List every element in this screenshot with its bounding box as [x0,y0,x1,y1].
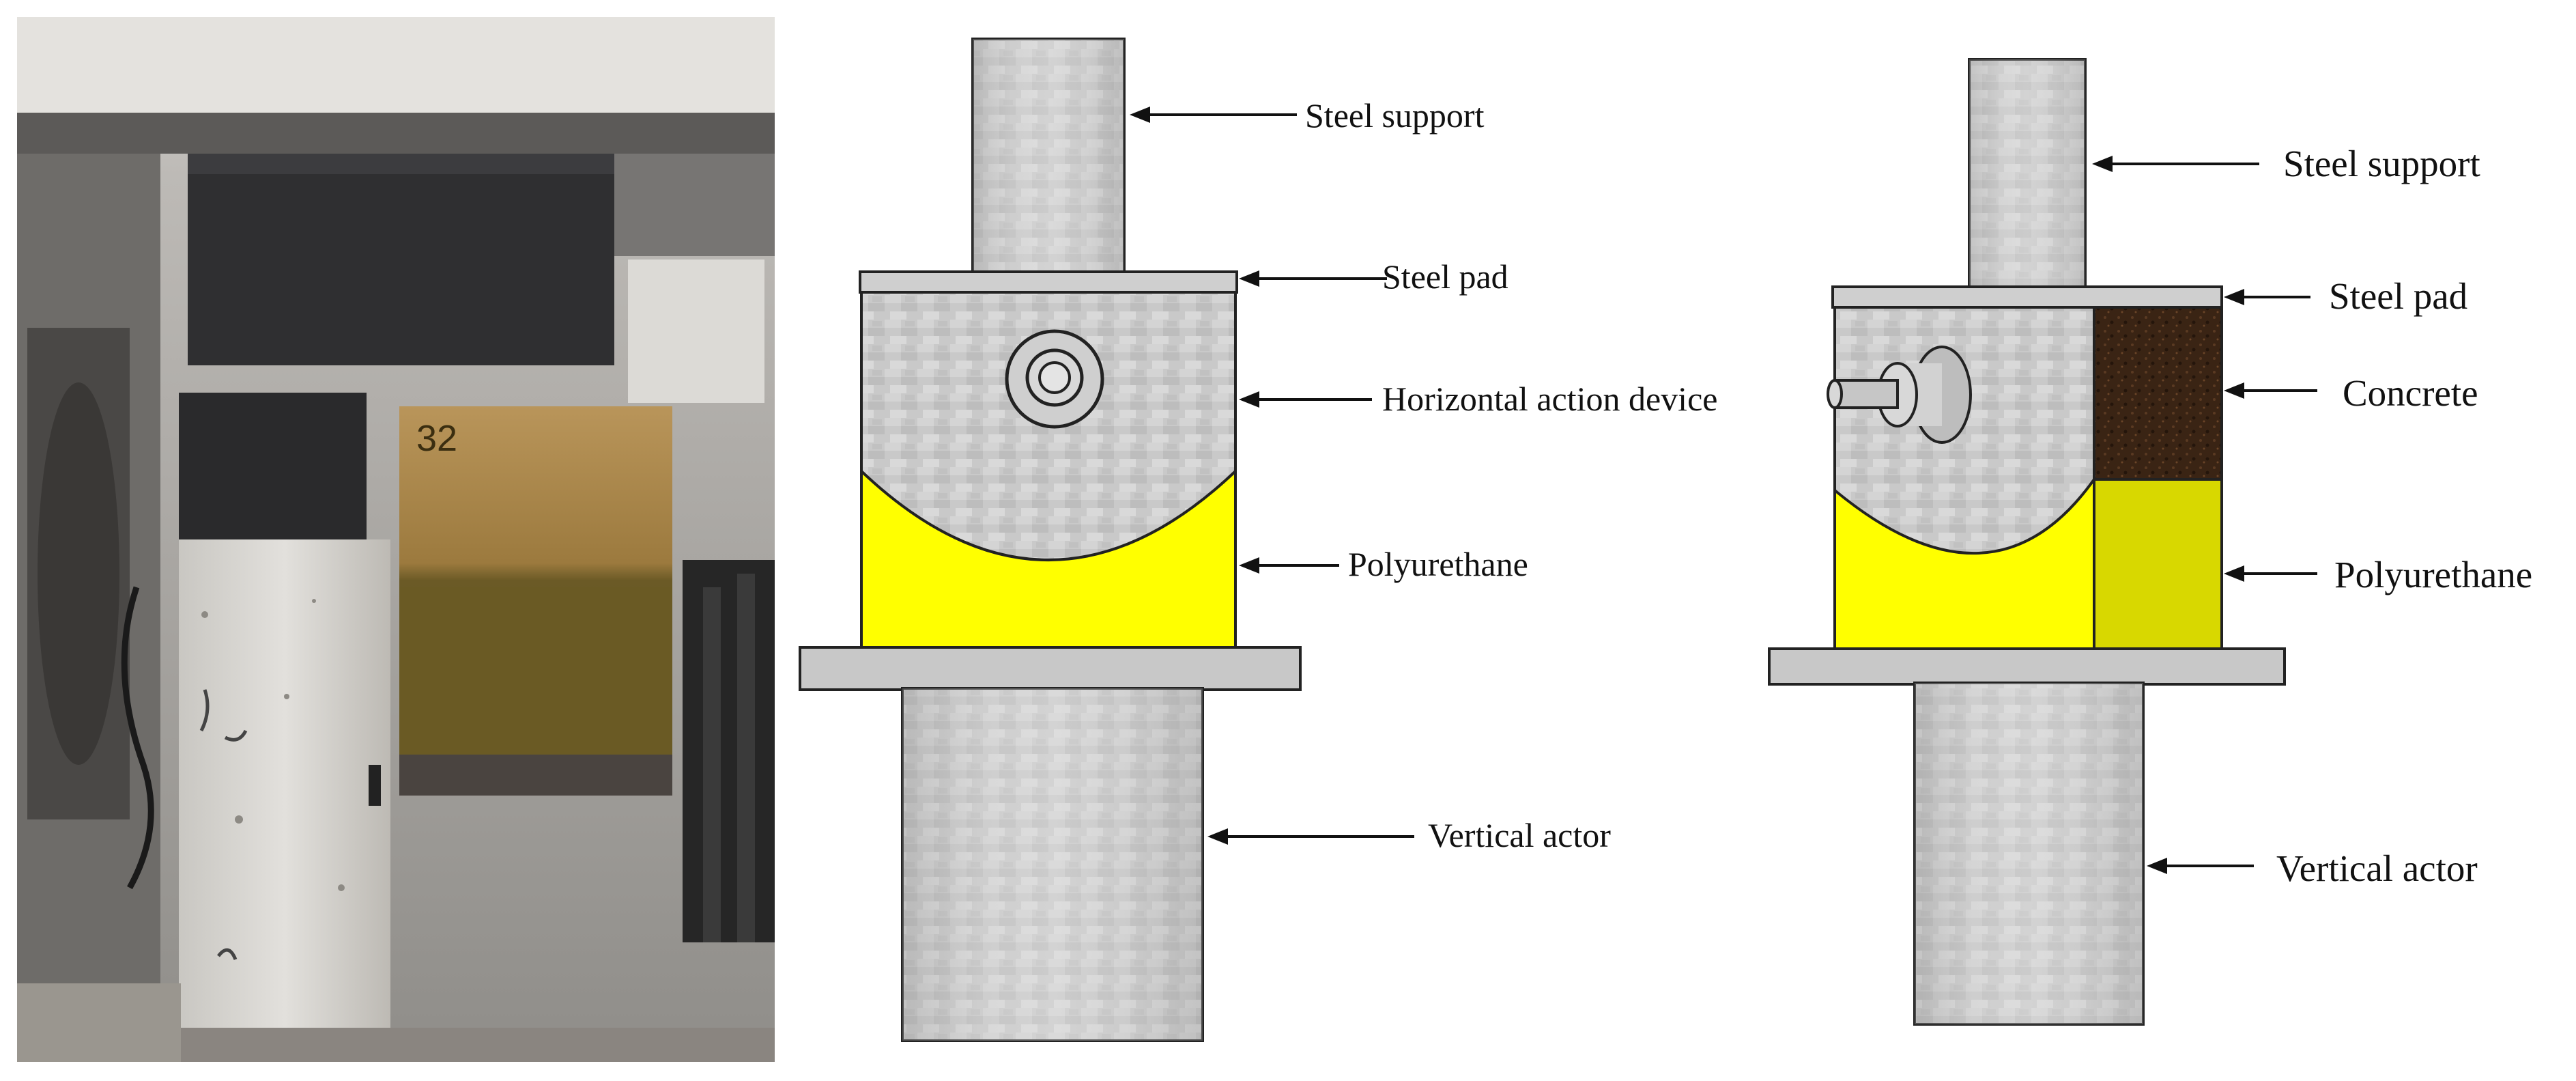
label-steel-pad: Steel pad [2329,275,2467,317]
left-arrow-icon [2147,858,2254,874]
left-arrow-icon [1239,391,1372,408]
specimen-mark: 32 [416,418,457,459]
left-arrow-icon [1239,270,1387,287]
middle-diagram: Steel support Steel pad Horizontal actio… [799,38,1717,1042]
label-vertical-actor: Vertical actor [2276,847,2478,889]
left-arrow-icon [2224,565,2317,582]
label-horizontal-action-device: Horizontal action device [1382,380,1717,418]
right-diagram: Steel support Steel pad Concrete Polyure… [1768,58,2532,1026]
concrete-block [2091,306,2223,481]
polyurethane-side [2093,478,2223,650]
label-steel-support: Steel support [1305,96,1485,135]
label-steel-pad: Steel pad [1382,257,1508,296]
left-arrow-icon [1130,107,1297,123]
horizontal-action-device-icon [1827,346,1972,444]
label-steel-support: Steel support [2283,143,2480,184]
bottom-plate [799,646,1302,691]
left-arrow-icon [2224,289,2310,305]
label-polyurethane: Polyurethane [2334,554,2532,595]
horizontal-action-block [1833,306,2095,555]
left-arrow-icon [1239,557,1339,574]
label-concrete: Concrete [2343,372,2478,414]
bottom-plate [1768,647,2286,686]
steel-pad [859,270,1238,294]
steel-pad [1831,285,2223,309]
left-arrow-icon [2092,156,2259,172]
label-vertical-actor: Vertical actor [1428,816,1611,854]
test-setup-photo: 32 [17,17,775,1062]
left-arrow-icon [1207,828,1414,845]
left-arrow-icon [2224,382,2317,399]
label-polyurethane: Polyurethane [1348,545,1528,583]
horizontal-action-device-icon [1005,329,1104,429]
